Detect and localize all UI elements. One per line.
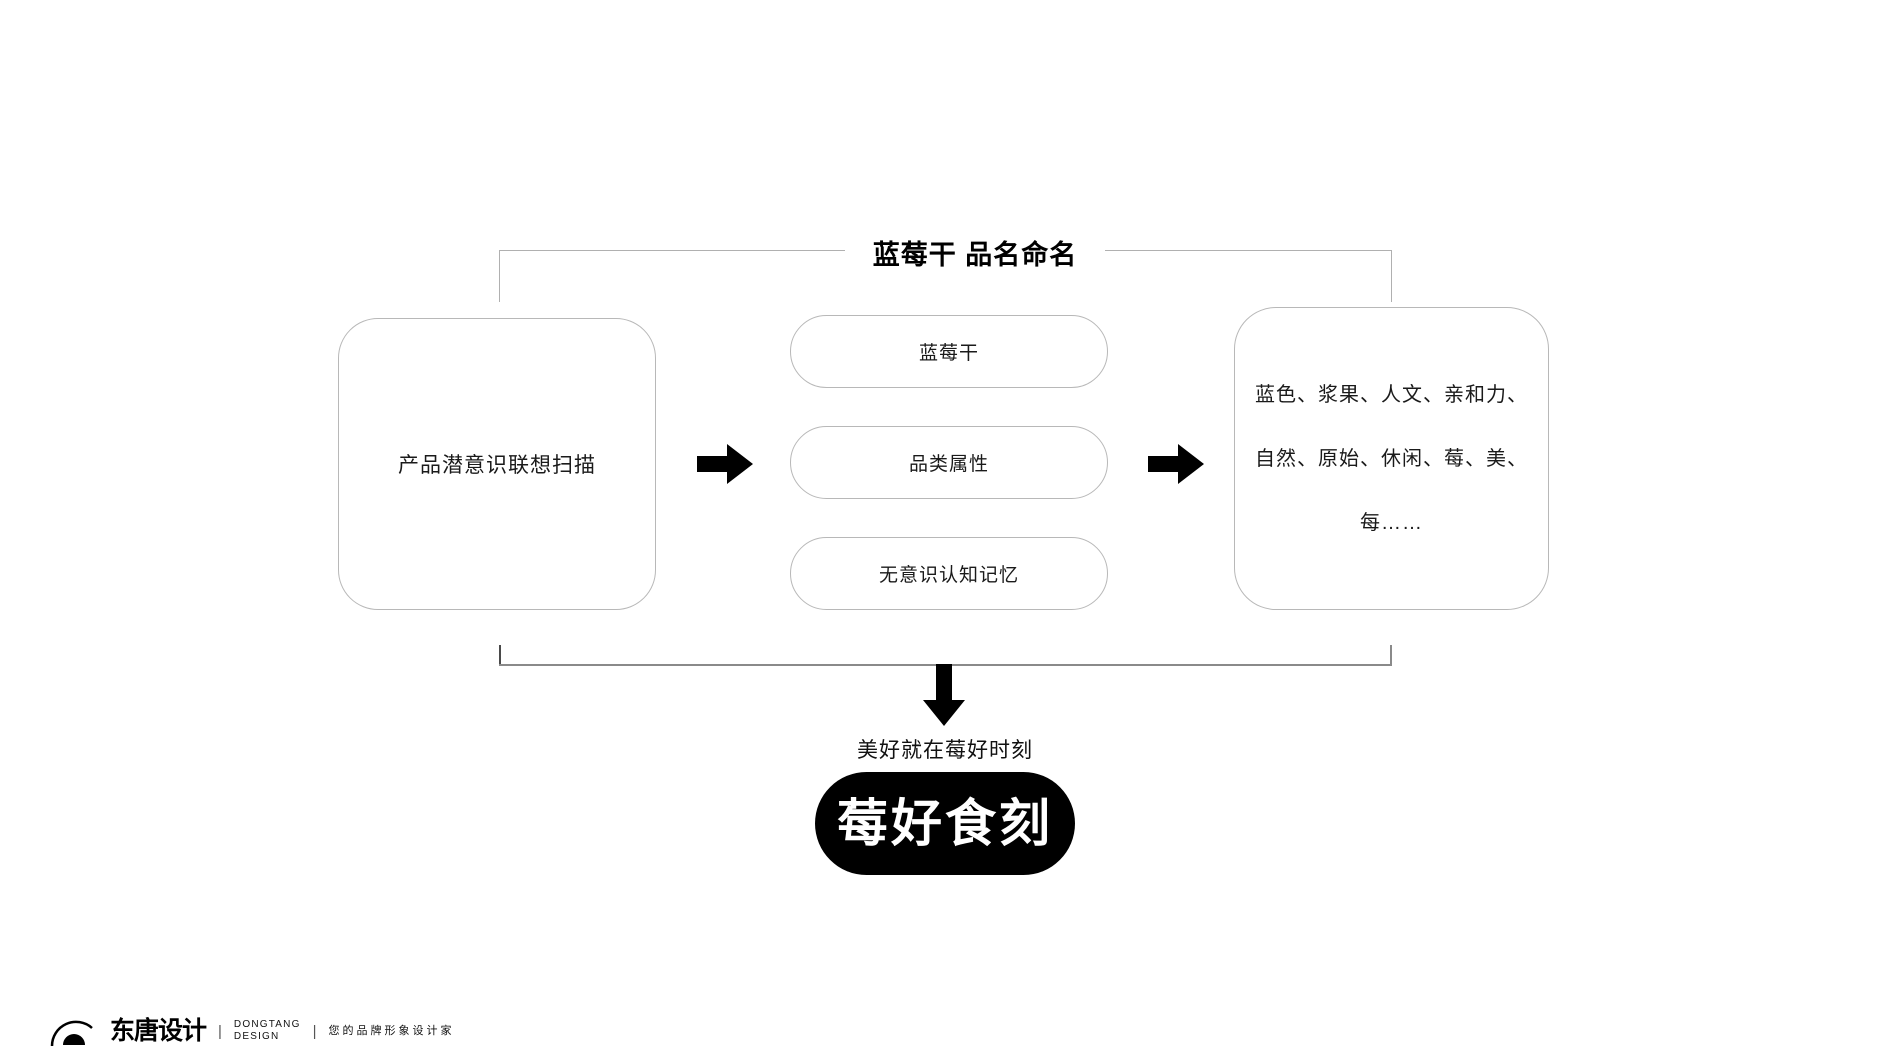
result-tagline: 美好就在莓好时刻 [857,739,1033,762]
bottom-bracket-right-vertical-line [1390,645,1392,665]
footer-separator-1: | [218,1022,222,1040]
left-box-product-scan: 产品潜意识联想扫描 [338,318,656,610]
right-box-associations: 蓝色、浆果、人文、亲和力、 自然、原始、休闲、莓、美、 每…… [1234,307,1549,610]
footer-separator-2: | [312,1022,317,1040]
footer-brand-en-line2: DESIGN [233,1031,280,1042]
pill-blueberry-dried: 蓝莓干 [790,315,1108,388]
top-bracket-right-vertical-line [1391,250,1392,302]
pill-category-attribute: 品类属性 [790,426,1108,499]
brand-name-pill: 莓好食刻 [815,772,1075,875]
footer-slogan: 您的品牌形象设计家 [328,1024,455,1037]
arrow-right-icon [697,442,753,486]
pill-label: 无意识认知记忆 [878,565,1019,586]
association-line: 自然、原始、休闲、莓、美、 [1255,447,1528,470]
arrow-down-icon [922,664,966,726]
footer: 东唐设计 | DONGTANG DESIGN | 您的品牌形象设计家 [50,1008,454,1054]
pill-label: 品类属性 [908,454,989,475]
association-line: 每…… [1360,511,1423,534]
top-bracket-left-vertical-line [499,250,500,302]
footer-brand-en-line1: DONGTANG [233,1018,301,1030]
footer-brand-cn: 东唐设计 [110,1016,207,1045]
bottom-bracket-left-vertical-line [499,645,501,665]
diagram-title: 蓝莓干 品名命名 [845,233,1105,272]
brand-name-text: 莓好食刻 [836,795,1053,852]
arrow-right-icon [1148,442,1204,486]
pill-unconscious-memory: 无意识认知记忆 [790,537,1108,610]
semicircle-dot-logo-icon [50,1015,102,1047]
pill-label: 蓝莓干 [918,343,979,364]
footer-brand-en: DONGTANG DESIGN [234,1019,301,1044]
association-line: 蓝色、浆果、人文、亲和力、 [1255,383,1528,406]
left-box-label: 产品潜意识联想扫描 [398,454,596,477]
